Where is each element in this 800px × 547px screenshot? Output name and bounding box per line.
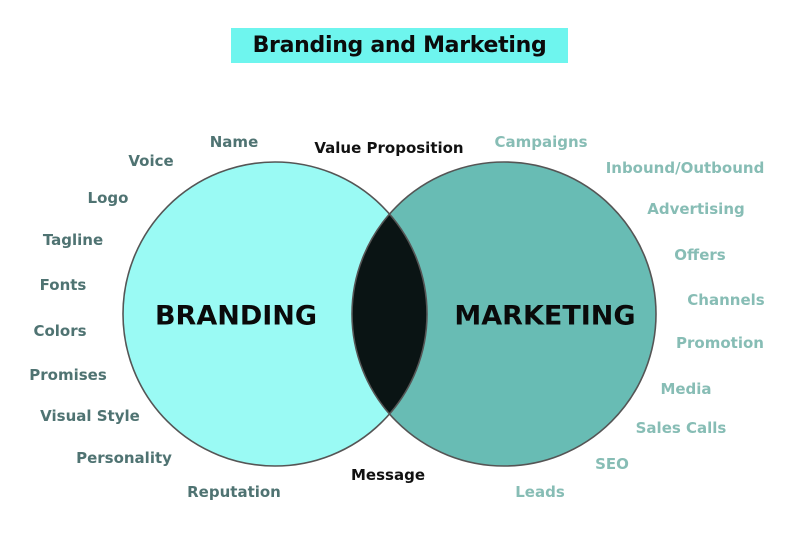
branding-item: Name [209, 133, 259, 151]
marketing-label: MARKETING [454, 300, 636, 332]
branding-item: Promises [29, 366, 107, 384]
branding-label: BRANDING [154, 300, 318, 332]
diagram-title: Branding and Marketing [231, 28, 568, 63]
branding-item: Tagline [42, 231, 104, 249]
marketing-item: Campaigns [494, 133, 588, 151]
branding-item: Visual Style [40, 407, 140, 425]
shared-top-label: Value Proposition [314, 139, 464, 157]
marketing-item: Offers [674, 246, 726, 264]
marketing-item: Media [660, 380, 712, 398]
marketing-item: Promotion [676, 334, 764, 352]
branding-item: Logo [87, 189, 129, 207]
branding-item: Colors [33, 322, 87, 340]
branding-item: Voice [128, 152, 174, 170]
marketing-item: Inbound/Outbound [605, 159, 765, 177]
marketing-circle [352, 162, 656, 466]
marketing-item: Channels [687, 291, 765, 309]
marketing-item: Advertising [647, 200, 745, 218]
marketing-item: Sales Calls [635, 419, 727, 437]
branding-circle [123, 162, 427, 466]
marketing-item: Leads [515, 483, 565, 501]
shared-bottom-label: Message [351, 466, 425, 484]
marketing-item: SEO [595, 455, 629, 473]
branding-item: Personality [76, 449, 172, 467]
branding-item: Fonts [39, 276, 87, 294]
branding-item: Reputation [187, 483, 281, 501]
